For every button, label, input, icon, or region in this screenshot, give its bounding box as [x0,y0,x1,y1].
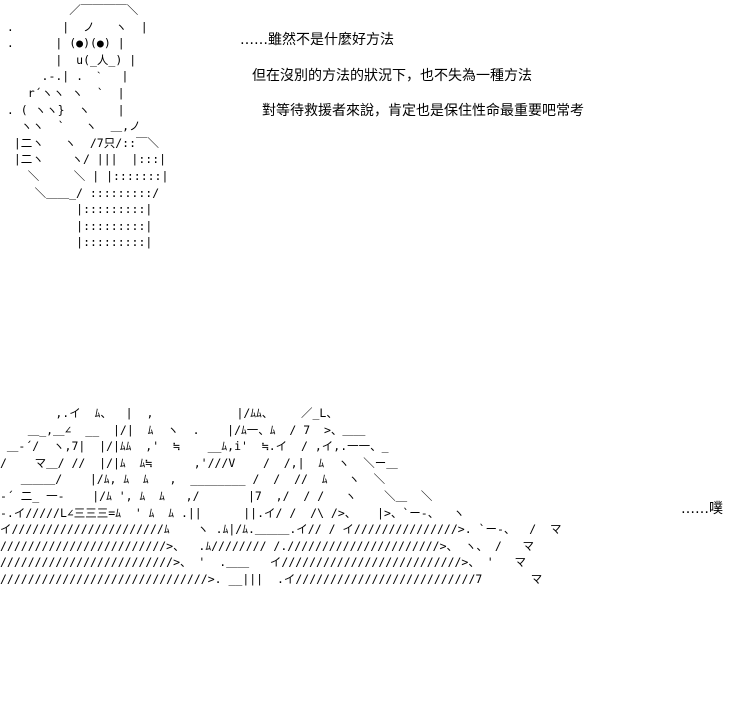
dialogue-line-3: 對等待救援者來說，肯定也是保住性命最重要吧常考 [262,103,584,119]
dialogue-line-2: 但在沒別的方法的狀況下，也不失為一種方法 [252,68,532,84]
ascii-art-worried-character: ／￣￣￣￣＼ . | ノ ヽ | . | (●)(●) | | u(_人_) |… [6,3,169,250]
ascii-art-collapsed-scene: ,.イ ﾑ、 | , |/ﾑﾑ、 ／_L、 ＿_,＿∠ __ |/| ﾑ ヽ .… [0,406,562,586]
dialogue-line-1: ……雖然不是什麼好方法 [240,32,394,48]
sound-effect-text: ……噗 [681,501,723,517]
